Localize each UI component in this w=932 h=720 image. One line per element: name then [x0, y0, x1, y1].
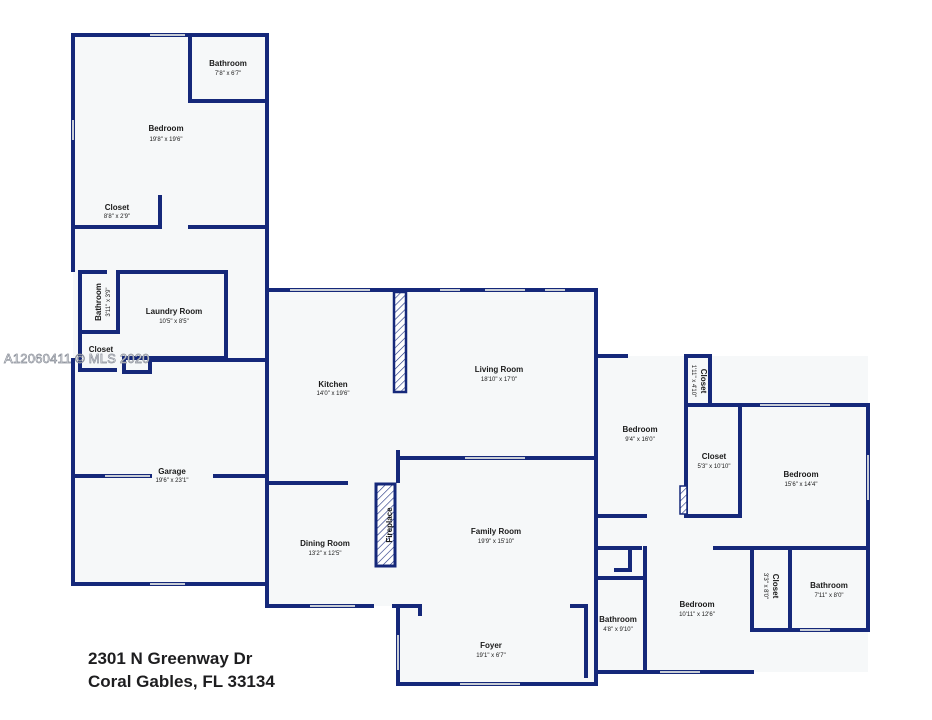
- label-bedroom-bottom: Bedroom: [679, 600, 714, 609]
- floor-fills: [73, 35, 868, 684]
- dim-closet-top: 8'8" x 2'9": [104, 214, 130, 220]
- label-fireplace: Fireplace: [385, 507, 394, 543]
- dim-closet-mid: 5'3" x 10'10": [698, 464, 731, 470]
- label-closet-narrow: Closet: [699, 369, 708, 394]
- watermark: A12060411 © MLS 2020: [4, 351, 150, 366]
- label-dining: Dining Room: [300, 539, 350, 548]
- label-bathroom-top: Bathroom: [209, 59, 247, 68]
- room-labels: Bathroom 7'8" x 6'7" Bedroom 19'8" x 19'…: [89, 59, 848, 659]
- column-hatched: [392, 290, 408, 394]
- dim-laundry: 10'5" x 8'5": [159, 319, 189, 325]
- dim-bedroom-right: 15'6" x 14'4": [785, 482, 818, 488]
- label-bathroom-right: Bathroom: [810, 581, 848, 590]
- label-living: Living Room: [475, 365, 523, 374]
- small-hatched-block: [679, 485, 688, 515]
- label-closet-bottom: Closet: [771, 574, 780, 599]
- dim-closet-narrow: 1'11" x 4'10": [690, 365, 696, 397]
- label-family: Family Room: [471, 527, 521, 536]
- label-bedroom-mid: Bedroom: [622, 425, 657, 434]
- label-closet-mid: Closet: [702, 452, 727, 461]
- dim-bedroom-mid: 9'4" x 16'0": [625, 437, 655, 443]
- dim-bathroom-hall: 4'8" x 9'10": [603, 627, 633, 633]
- label-closet-laundry: Closet: [89, 345, 114, 354]
- dim-garage: 19'6" x 23'1": [156, 478, 189, 484]
- address-line-2: Coral Gables, FL 33134: [88, 672, 275, 691]
- label-foyer: Foyer: [480, 641, 502, 650]
- windows: [72, 34, 869, 685]
- label-garage: Garage: [158, 467, 186, 476]
- dim-bathroom-small: 3'11" x 3'9": [106, 287, 112, 316]
- dim-closet-bottom: 3'3" x 8'0": [762, 573, 768, 599]
- fixtures: [374, 290, 688, 568]
- label-laundry: Laundry Room: [146, 307, 202, 316]
- dim-kitchen: 14'0" x 19'6": [317, 391, 350, 397]
- label-bathroom-small: Bathroom: [94, 283, 103, 321]
- dim-bedroom-top: 19'8" x 19'6": [150, 137, 183, 143]
- label-kitchen: Kitchen: [318, 380, 347, 389]
- address-line-1: 2301 N Greenway Dr: [88, 649, 253, 668]
- dim-foyer: 19'1" x 6'7": [476, 653, 506, 659]
- dim-bedroom-bottom: 10'11" x 12'6": [679, 612, 715, 618]
- dim-dining: 13'2" x 12'5": [309, 551, 342, 557]
- fireplace-hatched: [374, 482, 397, 568]
- dim-bathroom-top: 7'8" x 6'7": [215, 71, 241, 77]
- dim-living: 18'10" x 17'0": [481, 377, 517, 383]
- label-bedroom-top: Bedroom: [148, 124, 183, 133]
- dim-family: 19'9" x 15'10": [478, 539, 514, 545]
- label-bathroom-hall: Bathroom: [599, 615, 637, 624]
- dim-bathroom-right: 7'11" x 8'0": [814, 593, 843, 599]
- label-bedroom-right: Bedroom: [783, 470, 818, 479]
- label-closet-top: Closet: [105, 203, 130, 212]
